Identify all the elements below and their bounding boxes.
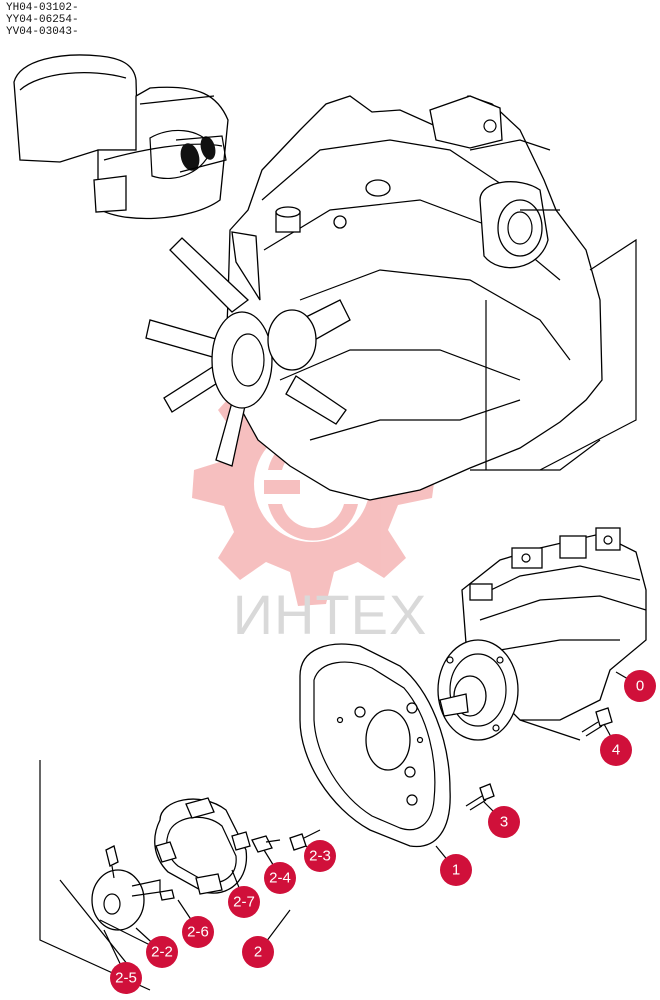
callout-2-5[interactable]: 2-5 [110, 962, 142, 994]
svg-text:2: 2 [254, 944, 262, 961]
svg-text:2-7: 2-7 [233, 894, 255, 911]
svg-text:2-2: 2-2 [151, 944, 173, 961]
bolt-4-illustration [581, 707, 613, 737]
coupling-assembly-illustration [39, 760, 321, 991]
callout-2-7[interactable]: 2-7 [228, 886, 260, 918]
svg-text:2-5: 2-5 [115, 970, 137, 987]
watermark-text: ИНТЕХ [232, 583, 428, 646]
serial-number: YY04-06254- [6, 14, 79, 26]
callout-4[interactable]: 4 [600, 734, 632, 766]
svg-text:1: 1 [452, 862, 460, 879]
callout-3[interactable]: 3 [488, 806, 520, 838]
callout-2-3[interactable]: 2-3 [304, 840, 336, 872]
engine-illustration [145, 95, 637, 501]
callout-2-6[interactable]: 2-6 [182, 916, 214, 948]
excavator-overview-illustration [13, 54, 229, 220]
svg-text:0: 0 [636, 678, 644, 695]
callout-0[interactable]: 0 [624, 670, 656, 702]
callout-2-2[interactable]: 2-2 [146, 936, 178, 968]
svg-text:4: 4 [612, 742, 620, 759]
serial-number-list: YH04-03102- YY04-06254- YV04-03043- [6, 2, 79, 38]
svg-text:2-3: 2-3 [309, 848, 331, 865]
svg-text:2-4: 2-4 [269, 870, 291, 887]
callout-2[interactable]: 2 [242, 936, 274, 968]
serial-number: YV04-03043- [6, 26, 79, 38]
callout-1[interactable]: 1 [440, 854, 472, 886]
flywheel-plate-illustration [299, 643, 451, 848]
callout-2-4[interactable]: 2-4 [264, 862, 296, 894]
svg-text:2-6: 2-6 [187, 924, 209, 941]
cooling-fan-illustration [145, 231, 351, 467]
serial-number: YH04-03102- [6, 2, 79, 14]
hydraulic-pump-illustration [437, 527, 647, 741]
bolt-3-illustration [465, 783, 495, 811]
svg-text:3: 3 [500, 814, 508, 831]
